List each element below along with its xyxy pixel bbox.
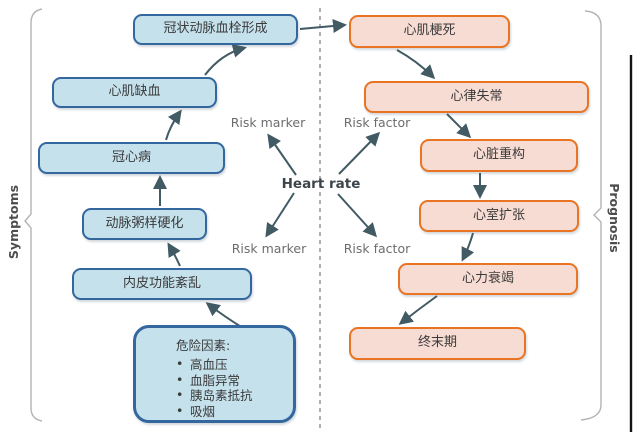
heart-rate-label: Heart rate	[281, 176, 361, 192]
arrow-endothelial-to-atherosclerosis	[167, 242, 181, 267]
symptoms-brace	[24, 8, 43, 422]
prognosis-brace	[580, 10, 602, 421]
risk-marker-label-bottom: Risk marker	[231, 241, 307, 256]
arrow-thrombosis-to-mi	[299, 19, 347, 33]
arrow-heartrate-to-riskfactor-bottom	[337, 193, 378, 238]
risk-factor-item: 高血压	[176, 357, 228, 372]
arrow-dilation-to-heartfailure	[461, 232, 475, 262]
risk-factor-label-bottom: Risk factor	[343, 241, 411, 256]
risk-factor-item: 血脂异常	[176, 373, 240, 388]
node-heart-failure: 心力衰竭	[398, 263, 578, 295]
arrow-arrhythmia-to-remodeling	[446, 113, 472, 139]
node-ventricular-dilation: 心室扩张	[419, 200, 579, 232]
node-arrhythmia: 心律失常	[364, 81, 589, 113]
arrow-heartrate-to-riskmarker-bottom	[265, 192, 295, 238]
node-atherosclerosis: 动脉粥样硬化	[82, 208, 207, 240]
risk-marker-label-top: Risk marker	[230, 115, 306, 130]
risk-factor-item: 吸烟	[176, 404, 215, 419]
risk-factors-title: 危险因素:	[176, 338, 231, 353]
prognosis-axis-label: Prognosis	[607, 183, 622, 253]
arrow-mi-to-arrhythmia	[396, 49, 436, 80]
symptoms-axis-label: Symptoms	[6, 184, 21, 260]
node-endothelial-dysfunction: 内皮功能紊乱	[72, 268, 252, 300]
risk-factor-label-top: Risk factor	[343, 115, 411, 130]
arrow-heartrate-to-riskmarker-top	[267, 133, 297, 176]
arrow-chd-to-ischemia	[165, 109, 182, 141]
node-myocardial-infarction: 心肌梗死	[349, 15, 510, 48]
node-myocardial-ischemia: 心肌缺血	[52, 77, 217, 108]
node-end-stage: 终末期	[349, 327, 526, 360]
node-coronary-thrombosis: 冠状动脉血栓形成	[133, 14, 298, 45]
arrow-heartfailure-to-endstage	[398, 295, 438, 325]
risk-factor-item: 胰岛素抵抗	[176, 388, 253, 403]
arrow-heartrate-to-riskfactor-top	[338, 131, 381, 175]
arrow-ischemia-to-thrombosis	[204, 44, 247, 76]
node-risk-factors-box: 危险因素: 高血压 血脂异常 胰岛素抵抗 吸烟	[133, 325, 296, 423]
node-coronary-heart-disease: 冠心病	[38, 142, 225, 174]
node-cardiac-remodeling: 心脏重构	[420, 139, 578, 172]
